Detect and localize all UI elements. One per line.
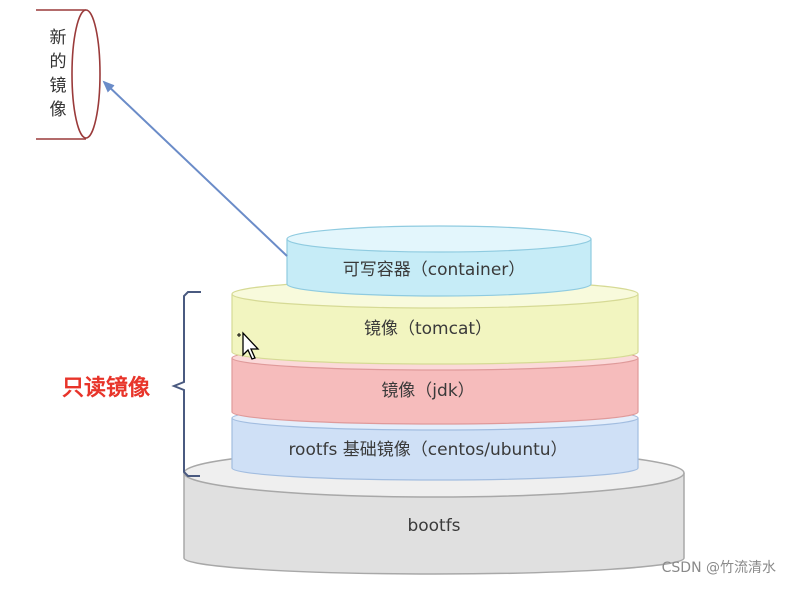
container-body (286, 239, 592, 297)
rootfs-label: rootfs 基础镜像（centos/ubuntu） (288, 440, 567, 460)
new-image-char-4: 像 (50, 100, 67, 120)
bootfs-body (183, 473, 685, 575)
layer-container: 可写容器（container） (286, 225, 592, 297)
readonly-brace (171, 291, 201, 477)
cursor-icon (237, 331, 260, 360)
new-image-char-2: 的 (50, 52, 67, 72)
tomcat-label: 镜像（tomcat） (364, 319, 492, 339)
new-image-end (71, 9, 101, 139)
rootfs-body (231, 418, 639, 481)
new-image-char-1: 新 (50, 28, 67, 48)
new-image-outline (36, 9, 86, 140)
readonly-label: 只读镜像 (62, 375, 151, 401)
jdk-label: 镜像（jdk） (381, 381, 474, 401)
bootfs-label: bootfs (407, 516, 460, 536)
container-top (286, 225, 592, 253)
container-label: 可写容器（container） (343, 260, 526, 280)
new-image-char-3: 镜 (50, 76, 67, 96)
commit-arrow (102, 80, 288, 257)
jdk-body (231, 358, 639, 425)
watermark: CSDN @竹流清水 (662, 560, 776, 576)
new-image-cylinder: 新 的 镜 像 (36, 9, 101, 140)
